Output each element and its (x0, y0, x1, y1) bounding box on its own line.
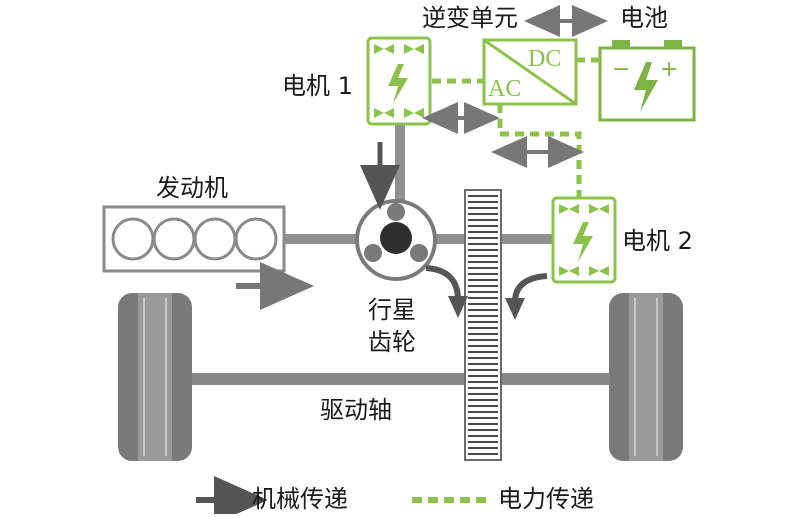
right-wheel (609, 293, 683, 461)
double-arrows (422, 5, 608, 168)
inverter-title: 逆变单元 (422, 4, 518, 32)
gear-rack (464, 189, 502, 461)
gear-to-rack-curved-arrow (425, 265, 461, 301)
planetary-gear (355, 199, 437, 281)
motor2 (551, 196, 617, 284)
inverter: DC AC (482, 38, 578, 106)
motor1 (366, 36, 432, 126)
lightning-icon (634, 62, 658, 112)
legend-electrical-label: 电力传递 (498, 485, 594, 513)
inverter-dc-label: DC (528, 46, 561, 72)
legend-mechanical-label: 机械传递 (252, 485, 348, 513)
planetary-gear-label-line2: 齿轮 (368, 328, 416, 356)
motor1-label: 电机 1 (282, 72, 353, 100)
battery-minus-label: − (612, 57, 630, 82)
lightning-icon (388, 64, 408, 104)
left-wheel (118, 293, 192, 461)
engine-label: 发动机 (156, 174, 228, 202)
lightning-icon (573, 222, 593, 262)
inverter-ac-label: AC (488, 76, 521, 102)
battery-plus-label: + (660, 57, 678, 82)
motor2-label: 电机 2 (622, 227, 693, 255)
drive-shaft-label: 驱动轴 (320, 396, 392, 424)
battery: − + (598, 40, 696, 122)
gear-to-rack-arrowhead (448, 296, 468, 318)
engine-block (102, 205, 286, 273)
battery-title: 电池 (620, 4, 668, 32)
motor2-to-rack-arrowhead (505, 298, 525, 320)
planetary-gear-label-line1: 行星 (368, 296, 416, 324)
drive-shaft (192, 373, 610, 385)
